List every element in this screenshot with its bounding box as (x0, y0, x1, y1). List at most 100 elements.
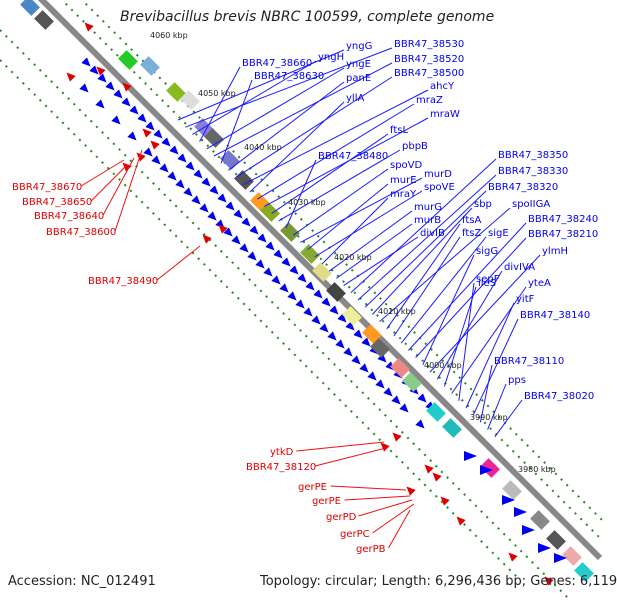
forward-label-connector (314, 190, 423, 258)
forward-gene-label: yteA (528, 278, 551, 289)
forward-gene-arrow (127, 131, 137, 141)
cog-colored-box (220, 150, 240, 170)
reverse-label-connector (156, 245, 201, 281)
forward-gene-label: yitF (516, 294, 535, 305)
reverse-label-connector (90, 165, 127, 202)
scale-tick-label: 4030 kbp (288, 198, 326, 207)
forward-gene-arrow (321, 297, 331, 307)
cog-colored-box (370, 338, 390, 358)
reverse-gene-arrow (508, 552, 518, 562)
forward-gene-arrow (183, 187, 193, 197)
forward-gene-label: BBR47_38630 (254, 71, 324, 82)
forward-gene-arrow (343, 347, 353, 357)
forward-label-connector (357, 174, 497, 301)
forward-gene-arrow (311, 315, 321, 325)
forward-label-connector (415, 237, 527, 358)
forward-gene-arrow (201, 177, 211, 187)
label-connectors (80, 47, 541, 549)
forward-gene-label: murB (414, 215, 441, 226)
forward-gene-arrow (121, 97, 131, 107)
reverse-gene-arrow (122, 162, 132, 172)
forward-gene-label: BBR47_38210 (528, 229, 598, 240)
forward-label-connector (256, 103, 415, 200)
forward-gene-label: sigG (476, 246, 498, 257)
forward-gene-arrow (377, 353, 387, 363)
forward-gene-arrow (289, 265, 299, 275)
forward-label-connector (199, 66, 241, 142)
forward-gene-arrow (233, 209, 243, 219)
forward-gene-label: BBR47_38660 (242, 58, 312, 69)
forward-label-connector (465, 302, 515, 409)
forward-gene-arrow (345, 321, 355, 331)
forward-gene-label: yngE (346, 59, 371, 70)
forward-gene-arrow (167, 171, 177, 181)
forward-gene-label: mraY (390, 189, 417, 200)
cog-colored-box (34, 10, 54, 30)
reverse-gene-label: ytkD (270, 447, 294, 458)
reverse-gene-arrow (136, 152, 146, 162)
cog-colored-box (180, 90, 200, 110)
scale-tick-label: 4060 kbp (150, 31, 188, 40)
forward-gene-arrow (129, 105, 139, 115)
forward-gene-label: BBR47_38500 (394, 68, 464, 79)
reverse-gene-arrow (432, 472, 442, 482)
reverse-label-connector (344, 495, 411, 501)
forward-gene-arrow (502, 495, 515, 505)
reverse-label-connector (114, 149, 143, 232)
forward-label-connector (220, 79, 253, 164)
forward-gene-arrow (351, 355, 361, 365)
cog-colored-box (426, 402, 446, 422)
forward-gene-label: sigE (488, 228, 509, 239)
forward-label-connector (336, 223, 413, 279)
forward-gene-arrow (295, 299, 305, 309)
forward-gene-arrow (271, 275, 281, 285)
cog-colored-box (326, 282, 346, 302)
forward-gene-label: BBR47_38330 (498, 166, 568, 177)
forward-gene-arrow (185, 161, 195, 171)
forward-gene-arrow (97, 73, 107, 83)
forward-gene-arrow (175, 179, 185, 189)
forward-gene-arrow (255, 259, 265, 269)
forward-label-connector (213, 62, 393, 157)
forward-label-connector (436, 270, 503, 380)
forward-gene-arrow (415, 419, 425, 429)
forward-gene-label: murG (414, 202, 442, 213)
cog-colored-box (300, 244, 320, 264)
forward-gene-label: ftsL (390, 125, 408, 136)
forward-gene-arrow (297, 273, 307, 283)
forward-gene-arrow (159, 163, 169, 173)
cog-colored-box (502, 480, 522, 500)
forward-gene-arrow (327, 331, 337, 341)
forward-label-connector (185, 47, 393, 128)
forward-gene-label: spoVE (424, 182, 455, 193)
forward-label-connector (408, 222, 527, 351)
forward-gene-label: BBR47_38020 (524, 391, 594, 402)
reverse-gene-label: gerPE (312, 496, 341, 507)
forward-label-connector (343, 236, 419, 287)
forward-gene-label: mraZ (416, 95, 443, 106)
cog-colored-box (390, 358, 410, 378)
cog-colored-box (442, 418, 462, 438)
scale-tick-label: 4020 kbp (334, 253, 372, 262)
forward-gene-arrow (383, 387, 393, 397)
forward-gene-label: BBR47_38140 (520, 310, 590, 321)
forward-gene-label: BBR47_38350 (498, 150, 568, 161)
reverse-gene-arrow (544, 576, 554, 586)
forward-label-connector (443, 286, 477, 387)
reverse-gene-arrow (380, 442, 390, 452)
cog-colored-box (20, 0, 40, 16)
reverse-gene-arrow (406, 486, 416, 496)
summary-sep: ; (521, 574, 531, 589)
reverse-gene-arrow (66, 72, 76, 82)
cog-colored-box (280, 222, 300, 242)
forward-gene-arrow (279, 283, 289, 293)
forward-gene-label: murD (424, 169, 452, 180)
genes-text: Genes: 6,119 (530, 574, 617, 589)
forward-label-connector (487, 383, 507, 430)
inner-guide-line (0, 59, 521, 581)
forward-gene-arrow (209, 185, 219, 195)
forward-label-connector (192, 60, 317, 135)
forward-gene-arrow (263, 267, 273, 277)
forward-gene-label: BBR47_38320 (488, 182, 558, 193)
forward-gene-label: ftsZ (462, 228, 481, 239)
